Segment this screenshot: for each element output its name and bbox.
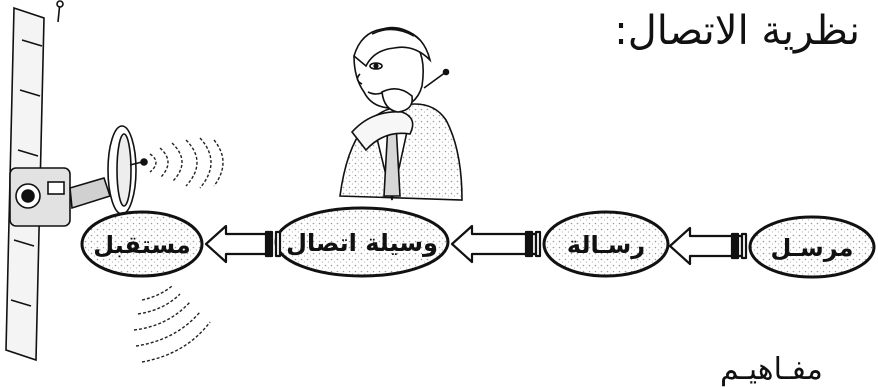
satellite-icon [5,0,148,362]
node-label-sender: مرسـل [770,234,853,262]
node-sender: مرسـل [748,215,876,279]
flow-diagram: مرسـل رسـالة وسيلة اتصال مستقبل [5,0,876,363]
footer-heading: مفـاهيـم [720,352,823,387]
radio-waves-icon [149,137,224,189]
node-label-receiver: مستقبل [93,231,191,259]
arrow-message-to-channel [450,224,542,264]
node-receiver: مستقبل [80,210,204,278]
node-channel: وسيلة اتصال [274,206,450,278]
page-title: نظرية الاتصال: [614,8,860,54]
arrow-channel-to-receiver [204,224,282,264]
radio-waves-icon [133,285,211,363]
thinking-man-icon [339,26,463,201]
node-message: رسـالة [542,210,670,278]
arrow-sender-to-message [668,226,748,266]
node-label-message: رسـالة [567,231,645,259]
node-label-channel: وسيلة اتصال [286,229,438,257]
diagram-canvas: نظرية الاتصال: [5,0,876,387]
